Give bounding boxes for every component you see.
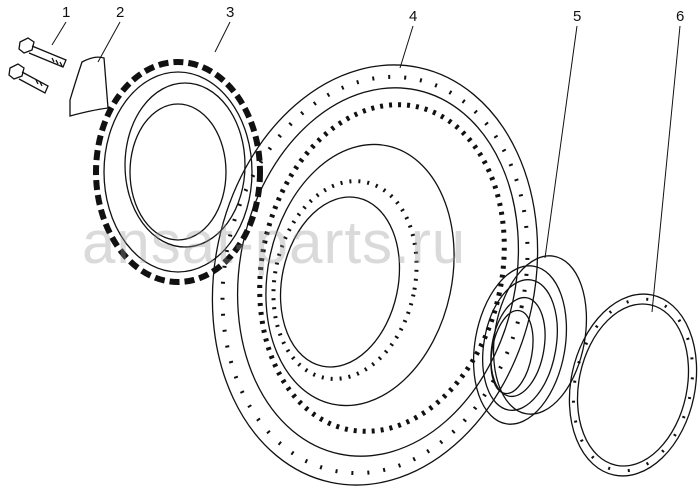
bolt-parts bbox=[8, 37, 67, 94]
gasket-ring-part bbox=[568, 293, 698, 477]
gear-ring-part bbox=[93, 59, 263, 285]
callout-1: 1 bbox=[62, 4, 71, 21]
bearing-part bbox=[472, 255, 588, 425]
turbine-wheel-part bbox=[211, 64, 539, 486]
callout-2: 2 bbox=[116, 4, 125, 21]
callout-4: 4 bbox=[409, 8, 418, 25]
callout-6: 6 bbox=[676, 8, 685, 25]
callout-3: 3 bbox=[226, 4, 235, 21]
lock-plate-part bbox=[69, 56, 109, 117]
leader-lines bbox=[51, 21, 681, 313]
watermark: ansat-parts.ru bbox=[82, 209, 467, 276]
callout-5: 5 bbox=[573, 8, 582, 25]
